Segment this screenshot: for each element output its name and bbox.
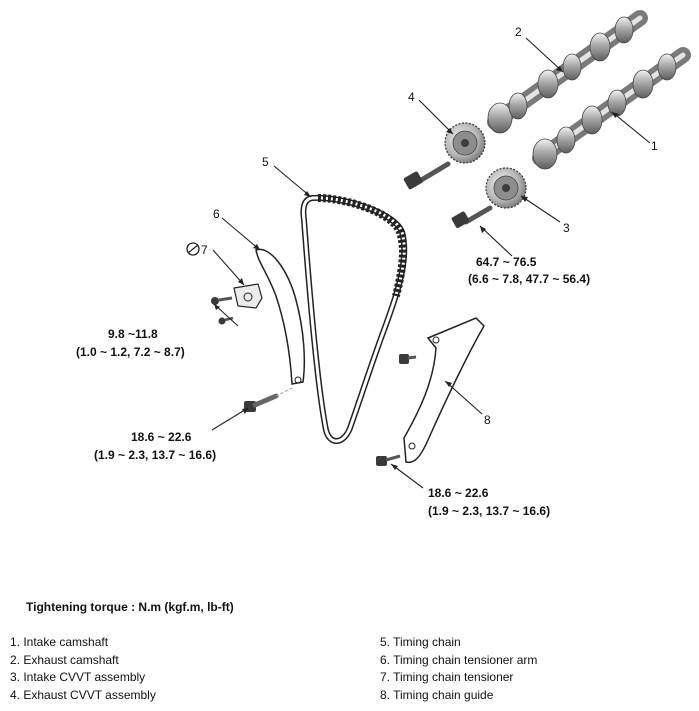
timing-chain-tensioner-arm bbox=[255, 248, 306, 385]
legend-item: 8. Timing chain guide bbox=[380, 687, 494, 702]
torque-arm-alt: (1.9 ~ 2.3, 13.7 ~ 16.6) bbox=[94, 448, 216, 462]
legend-right: 5. Timing chain 6. Timing chain tensione… bbox=[380, 634, 537, 704]
torque-tensioner-value: 9.8 ~11.8 bbox=[108, 327, 158, 341]
legend-item: 6. Timing chain tensioner arm bbox=[380, 652, 538, 667]
callout-4: 4 bbox=[408, 90, 415, 104]
callout-5: 5 bbox=[262, 155, 269, 169]
legend-item: 7. Timing chain tensioner bbox=[380, 670, 514, 685]
timing-chain bbox=[300, 194, 408, 444]
guide-bolt bbox=[376, 354, 417, 466]
leader-lines bbox=[211, 37, 651, 489]
legend-item: 2. Exhaust camshaft bbox=[10, 652, 119, 667]
callout-6: 6 bbox=[213, 207, 220, 221]
torque-guide-value: 18.6 ~ 22.6 bbox=[428, 486, 489, 500]
callout-3: 3 bbox=[563, 221, 570, 235]
torque-arm-value: 18.6 ~ 22.6 bbox=[131, 430, 192, 444]
legend-item: 1. Intake camshaft bbox=[10, 635, 109, 649]
callout-2: 2 bbox=[515, 25, 522, 39]
exhaust-camshaft bbox=[487, 10, 648, 134]
torque-cvvt-value: 64.7 ~ 76.5 bbox=[476, 255, 537, 269]
legend-item: 4. Exhaust CVVT assembly bbox=[10, 687, 156, 702]
torque-cvvt-alt: (6.6 ~ 7.8, 47.7 ~ 56.4) bbox=[468, 272, 590, 286]
torque-tensioner-alt: (1.0 ~ 1.2, 7.2 ~ 8.7) bbox=[76, 345, 185, 359]
legend-item: 5. Timing chain bbox=[380, 635, 461, 649]
leader-arrowheads bbox=[214, 66, 619, 470]
tensioner-bolt bbox=[211, 296, 234, 325]
callout-7: 7 bbox=[201, 243, 208, 257]
intake-cvvt-bolt bbox=[451, 205, 493, 228]
callout-1: 1 bbox=[651, 139, 658, 153]
intake-cvvt-assembly bbox=[485, 167, 527, 209]
timing-chain-tensioner bbox=[233, 283, 263, 309]
exhaust-cvvt-assembly bbox=[444, 122, 486, 164]
tensioner-arm-bolt bbox=[244, 387, 293, 412]
torque-heading: Tightening torque : N.m (kgf.m, lb-ft) bbox=[26, 600, 234, 614]
exhaust-cvvt-bolt bbox=[403, 161, 451, 190]
timing-chain-guide bbox=[403, 317, 485, 464]
intake-camshaft bbox=[532, 47, 691, 170]
legend-item: 3. Intake CVVT assembly bbox=[10, 670, 146, 685]
torque-guide-alt: (1.9 ~ 2.3, 13.7 ~ 16.6) bbox=[428, 504, 550, 518]
no-reuse-symbol bbox=[186, 242, 200, 256]
callout-8: 8 bbox=[484, 413, 491, 427]
timing-chain-diagram: 2 1 3 4 5 6 7 8 64.7 ~ 76.5 (6.6 ~ 7.8, … bbox=[76, 10, 691, 518]
legend-left: 1. Intake camshaft 2. Exhaust camshaft 3… bbox=[10, 634, 156, 704]
